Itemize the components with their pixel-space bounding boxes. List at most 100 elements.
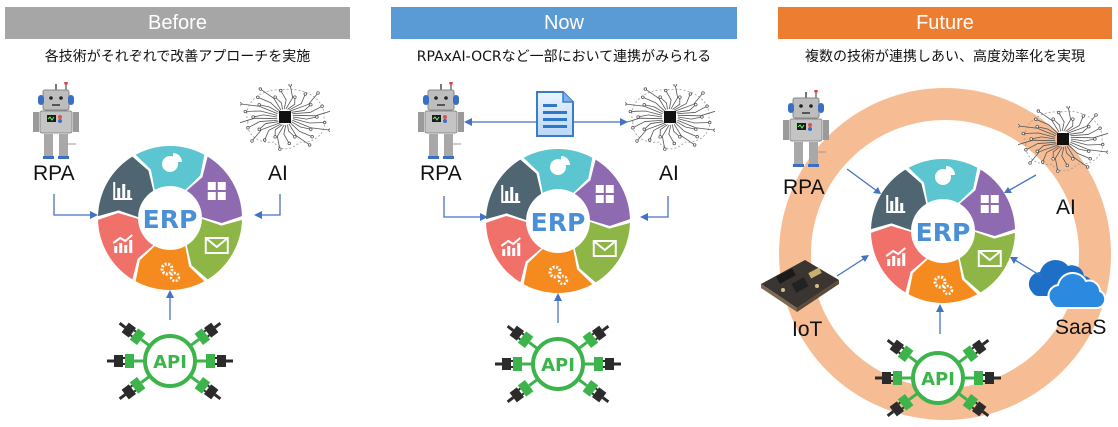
- plug-icon: [584, 357, 621, 371]
- ai-label: AI: [659, 162, 679, 185]
- robot-icon: [415, 81, 467, 164]
- plug-icon: [107, 354, 144, 368]
- erp-segment: [908, 259, 978, 303]
- api-to-erp-arrow: [936, 304, 944, 334]
- rpa-to-erp-arrow: [53, 194, 98, 219]
- erp-segment: [871, 226, 927, 293]
- api-to-erp-arrow: [554, 293, 562, 323]
- api-icon: API: [105, 316, 235, 410]
- future-header: Future: [778, 7, 1112, 39]
- plug-icon: [118, 375, 151, 401]
- calculator-icon: [207, 182, 226, 200]
- trend-chart-icon: [500, 237, 521, 256]
- bar-chart-icon: [113, 182, 133, 200]
- trend-chart-icon: [112, 234, 133, 253]
- saas-to-erp-arrow: [1010, 257, 1042, 277]
- gears-icon: [548, 265, 569, 286]
- erp-segment: [959, 169, 1015, 236]
- api-icon: API: [493, 319, 623, 413]
- gears-icon: [933, 275, 954, 296]
- erp-segment: [135, 146, 205, 190]
- erp-segment: [871, 169, 927, 231]
- saas-label: SaaS: [1055, 316, 1107, 339]
- pie-chart-icon: [935, 166, 955, 185]
- plug-icon: [506, 324, 539, 350]
- mail-icon: [204, 237, 229, 254]
- ai-to-erp-arrow: [1004, 174, 1037, 193]
- rpa-label: RPA: [420, 162, 462, 185]
- erp-segment: [135, 246, 205, 290]
- erp-wheel: ERP: [95, 143, 245, 297]
- plug-icon: [506, 378, 539, 404]
- plug-icon: [196, 354, 233, 368]
- cloud-icon: [1028, 259, 1107, 309]
- document-icon: [536, 91, 574, 137]
- erp-segment: [486, 159, 542, 221]
- erp-segment: [186, 156, 242, 223]
- plug-icon: [886, 338, 919, 364]
- ai-label: AI: [1056, 196, 1076, 219]
- calculator-icon: [595, 185, 614, 203]
- ai-brain-circuit-icon: [620, 83, 720, 158]
- plug-icon: [886, 392, 919, 418]
- ai-brain-circuit-icon: [1013, 105, 1113, 180]
- erp-segment: [908, 159, 978, 203]
- erp-segment: [574, 159, 630, 226]
- erp-segment: [959, 231, 1015, 293]
- plug-icon: [118, 321, 151, 347]
- mail-icon: [977, 250, 1002, 267]
- erp-label: ERP: [916, 218, 971, 247]
- plug-icon: [957, 339, 990, 364]
- plug-icon: [957, 392, 990, 417]
- plug-icon: [189, 322, 222, 347]
- plug-icon: [964, 371, 1001, 385]
- future-subtitle: 複数の技術が連携しあい、高度効率化を実現: [805, 49, 1085, 65]
- before-subtitle: 各技術がそれぞれで改善アプローチを実施: [44, 49, 311, 65]
- iot-label: IoT: [792, 318, 823, 341]
- rpa-label: RPA: [783, 176, 825, 199]
- before-header: Before: [5, 7, 350, 39]
- ai-brain-circuit-icon: [235, 83, 335, 158]
- erp-segment: [523, 249, 593, 293]
- trend-chart-icon: [885, 247, 906, 266]
- pie-chart-icon: [550, 156, 570, 175]
- erp-label: ERP: [531, 208, 586, 237]
- gears-icon: [160, 262, 181, 283]
- pie-chart-icon: [162, 153, 182, 172]
- ai-label: AI: [268, 162, 288, 185]
- erp-segment: [486, 216, 542, 283]
- erp-segment: [574, 221, 630, 283]
- api-label: API: [921, 369, 955, 390]
- robot-icon: [780, 89, 832, 172]
- plug-icon: [875, 371, 912, 385]
- ai-to-erp-arrow: [254, 194, 281, 219]
- api-icon: API: [873, 333, 1003, 427]
- erp-label: ERP: [143, 205, 198, 234]
- erp-segment: [186, 218, 242, 280]
- mail-icon: [592, 240, 617, 257]
- plug-icon: [189, 375, 222, 400]
- rpa-label: RPA: [33, 162, 75, 185]
- plug-icon: [577, 378, 610, 403]
- erp-segment: [98, 213, 154, 280]
- api-label: API: [153, 352, 187, 373]
- plug-icon: [495, 357, 532, 371]
- bar-chart-icon: [886, 195, 906, 213]
- robot-icon: [30, 81, 82, 164]
- iot-circuit-board-icon: [761, 260, 839, 312]
- calculator-icon: [980, 195, 999, 213]
- erp-wheel: ERP: [868, 156, 1018, 310]
- now-subtitle: RPAxAI-OCRなど一部において連携がみられる: [416, 49, 712, 65]
- bar-chart-icon: [501, 185, 521, 203]
- iot-to-erp-arrow: [836, 255, 869, 277]
- erp-segment: [523, 149, 593, 193]
- erp-wheel: ERP: [483, 146, 633, 300]
- rpa-to-erp-arrow: [846, 168, 881, 194]
- now-header: Now: [391, 7, 737, 39]
- api-label: API: [541, 355, 575, 376]
- ai-to-erp-arrow: [640, 196, 669, 221]
- rpa-to-erp-arrow: [443, 196, 488, 221]
- api-to-erp-arrow: [166, 290, 174, 320]
- plug-icon: [577, 325, 610, 350]
- erp-segment: [98, 156, 154, 218]
